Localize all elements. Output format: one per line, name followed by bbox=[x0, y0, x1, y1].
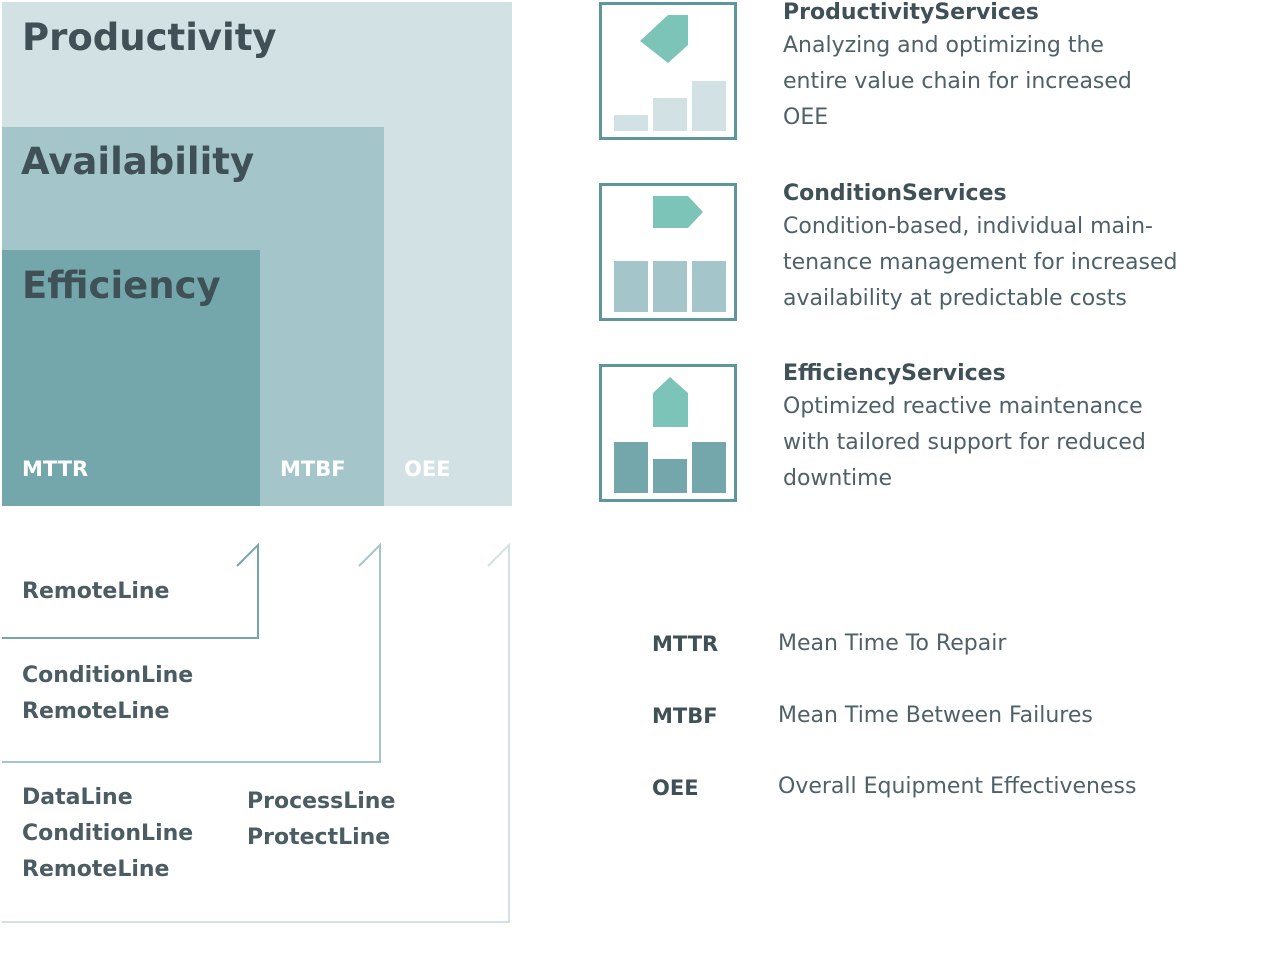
condition-services-icon bbox=[599, 183, 737, 321]
description-line: tenance management for increased bbox=[783, 250, 1178, 275]
productivity-bracket bbox=[2, 542, 510, 923]
list-item: RemoteLine bbox=[22, 579, 170, 604]
condition-services: ConditionServices Condition-based, indiv… bbox=[783, 181, 1177, 317]
list-item: ProcessLine bbox=[247, 789, 396, 814]
mtbf-label: MTBF bbox=[280, 457, 346, 481]
efficiency-services: EfficiencyServices Optimized reactive ma… bbox=[783, 361, 1146, 497]
description-line: entire value chain for increased bbox=[783, 69, 1132, 94]
list-item: ConditionLine bbox=[22, 821, 194, 846]
efficiency-bracket bbox=[2, 542, 259, 639]
productivity-services-icon bbox=[599, 2, 737, 140]
productivity-lines-col1: DataLine ConditionLine RemoteLine bbox=[22, 780, 193, 888]
service-description: Optimized reactive maintenance with tail… bbox=[783, 389, 1146, 497]
list-item: ConditionLine bbox=[22, 663, 194, 688]
productivity-lines-col2: ProcessLine ProtectLine bbox=[247, 784, 395, 856]
availability-title: Availability bbox=[21, 140, 255, 183]
legend-abbr-mttr: MTTR bbox=[652, 632, 719, 656]
description-line: downtime bbox=[783, 466, 893, 491]
legend-text-oee: Overall Equipment Effectiveness bbox=[778, 774, 1137, 799]
efficiency-box bbox=[2, 250, 260, 506]
list-item: RemoteLine bbox=[22, 699, 170, 724]
efficiency-services-icon bbox=[599, 364, 737, 502]
description-line: Condition-based, individual main- bbox=[783, 214, 1153, 239]
description-line: availability at predictable costs bbox=[783, 286, 1127, 311]
availability-bracket bbox=[2, 542, 381, 763]
service-title: EfficiencyServices bbox=[783, 361, 1006, 386]
service-description: Analyzing and optimizing the entire valu… bbox=[783, 28, 1132, 136]
service-title: ProductivityServices bbox=[783, 0, 1039, 25]
description-line: OEE bbox=[783, 105, 829, 130]
bracket-lines bbox=[2, 542, 510, 923]
oee-label: OEE bbox=[404, 457, 451, 481]
legend-abbr-oee: OEE bbox=[652, 776, 699, 800]
legend-text-mtbf: Mean Time Between Failures bbox=[778, 703, 1093, 728]
availability-lines: ConditionLine RemoteLine bbox=[22, 658, 193, 730]
efficiency-lines: RemoteLine bbox=[22, 574, 169, 610]
legend-abbr-mtbf: MTBF bbox=[652, 704, 718, 728]
list-item: DataLine bbox=[22, 785, 133, 810]
mttr-label: MTTR bbox=[22, 457, 89, 481]
description-line: Optimized reactive maintenance bbox=[783, 394, 1143, 419]
list-item: ProtectLine bbox=[247, 825, 391, 850]
productivity-title: Productivity bbox=[22, 16, 277, 59]
productivity-services: ProductivityServices Analyzing and optim… bbox=[783, 0, 1132, 136]
legend-text-mttr: Mean Time To Repair bbox=[778, 631, 1007, 656]
list-item: RemoteLine bbox=[22, 857, 170, 882]
efficiency-title: Efficiency bbox=[22, 264, 221, 307]
description-line: with tailored support for reduced bbox=[783, 430, 1146, 455]
description-line: Analyzing and optimizing the bbox=[783, 33, 1104, 58]
service-description: Condition-based, individual main- tenanc… bbox=[783, 209, 1177, 317]
service-title: ConditionServices bbox=[783, 181, 1007, 206]
